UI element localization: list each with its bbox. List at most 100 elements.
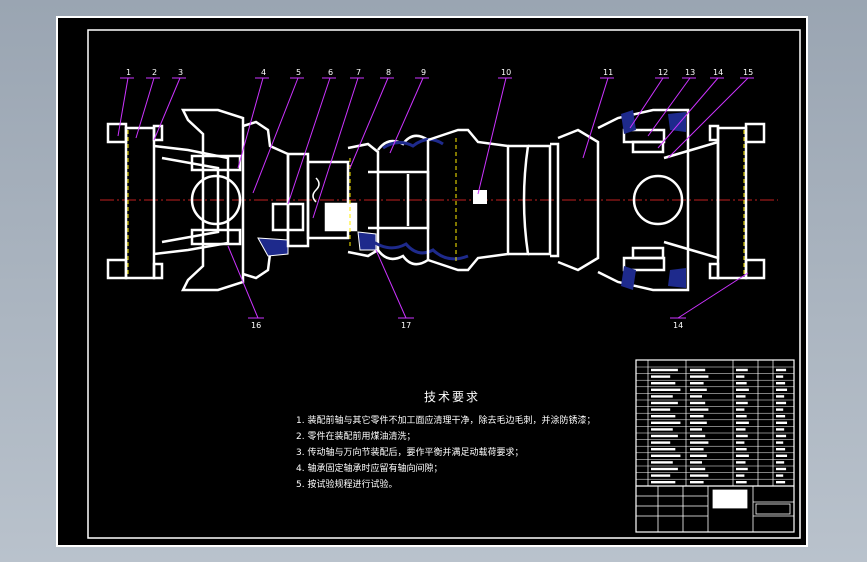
parts-list-fine-print — [651, 441, 671, 444]
parts-list-fine-print — [651, 461, 673, 464]
assembly-drawing: 1 2 3 4 5 6 7 8 9 10 11 12 13 14 15 16 1… — [87, 29, 801, 539]
parts-list-fine-print — [736, 434, 748, 438]
parts-list-fine-print — [776, 401, 787, 405]
balloon-12: 12 — [658, 68, 668, 77]
parts-list-fine-print — [651, 474, 671, 477]
parts-list-fine-print — [776, 474, 784, 477]
balloon-4: 4 — [261, 68, 266, 77]
parts-list-fine-print — [651, 421, 681, 424]
parts-list-fine-print — [651, 395, 673, 398]
balloon-6: 6 — [328, 68, 333, 77]
parts-list-fine-print — [736, 408, 745, 411]
parts-list-fine-print — [776, 448, 786, 451]
note-line-2: 2. 零件在装配前用煤油清洗； — [296, 432, 416, 442]
parts-list-fine-print — [651, 415, 676, 418]
parts-list-fine-print — [736, 368, 748, 372]
parts-list-fine-print — [690, 481, 704, 484]
notes-title: 技术要求 — [424, 390, 481, 404]
title-block — [636, 485, 794, 532]
balloon-3: 3 — [178, 68, 183, 77]
parts-list-fine-print — [690, 448, 704, 451]
parts-list-fine-print — [690, 388, 707, 391]
right-flange — [663, 122, 766, 280]
balloon-8: 8 — [386, 68, 391, 77]
inner-border — [87, 29, 801, 539]
balloon-14b: 14 — [673, 321, 683, 330]
parts-list-fine-print — [776, 454, 788, 457]
parts-list-fine-print — [690, 461, 702, 464]
parts-list-fine-print — [776, 375, 784, 378]
drive-tube — [426, 128, 560, 272]
balloon-13: 13 — [685, 68, 695, 77]
parts-list-fine-print — [736, 474, 745, 477]
balloon-2: 2 — [152, 68, 157, 77]
parts-list-fine-print — [736, 454, 749, 457]
note-line-5: 5. 按试验规程进行试验。 — [296, 480, 398, 490]
left-cross — [180, 108, 290, 292]
parts-list-fine-print — [776, 421, 788, 424]
parts-list-fine-print — [736, 421, 749, 424]
parts-list-fine-print — [736, 448, 747, 451]
parts-list-fine-print — [690, 382, 704, 385]
balloon-11: 11 — [603, 68, 613, 77]
parts-list-fine-print — [776, 434, 787, 438]
parts-list-fine-print — [651, 382, 676, 385]
parts-list-fine-print — [736, 388, 749, 391]
parts-list-fine-print — [651, 375, 671, 378]
parts-list-fine-print — [736, 428, 746, 431]
parts-list-fine-print — [776, 441, 784, 444]
balloon-numbers: 1 2 3 4 5 6 7 8 9 10 11 12 13 14 15 16 1… — [126, 68, 753, 330]
parts-list-fine-print — [690, 454, 707, 457]
tube-hatch — [473, 190, 487, 204]
note-line-4: 4. 轴承固定轴承时应留有轴向间隙； — [296, 464, 443, 474]
parts-list-fine-print — [776, 428, 785, 431]
parts-list-fine-print — [651, 481, 676, 484]
parts-list-fine-print — [776, 382, 786, 385]
parts-list-fine-print — [651, 434, 678, 438]
parts-list-fine-print — [776, 461, 785, 464]
balloon-7: 7 — [356, 68, 361, 77]
leader-lines — [117, 77, 754, 319]
balloon-1: 1 — [126, 68, 131, 77]
parts-list-fine-print — [690, 467, 706, 471]
left-flange — [106, 122, 230, 280]
parts-list-fine-print — [651, 408, 671, 411]
parts-list-fine-print — [776, 408, 784, 411]
parts-list-fine-print — [651, 388, 681, 391]
parts-list-fine-print — [690, 428, 702, 431]
parts-list-rows — [636, 366, 794, 484]
parts-list-fine-print — [736, 415, 747, 418]
parts-list-fine-print — [690, 421, 707, 424]
parts-list-fine-print — [651, 401, 678, 405]
parts-list-fine-print — [690, 474, 709, 477]
technical-requirements: 技术要求 1. 装配前轴与其它零件不加工面应清理干净，除去毛边毛刺，并涂防锈漆；… — [296, 388, 656, 493]
parts-list-fine-print — [690, 401, 706, 405]
parts-list-fine-print — [690, 395, 702, 398]
balloon-9: 9 — [421, 68, 426, 77]
parts-list-fine-print — [651, 467, 678, 471]
parts-list-fine-print — [736, 375, 745, 378]
balloon-10: 10 — [501, 68, 511, 77]
parts-list-fine-print — [776, 368, 787, 372]
parts-list-fine-print — [776, 415, 786, 418]
parts-list-fine-print — [736, 395, 746, 398]
parts-list-fine-print — [651, 454, 681, 457]
parts-list-fine-print — [651, 368, 678, 372]
parts-list-fine-print — [776, 388, 788, 391]
parts-list-fine-print — [651, 448, 676, 451]
parts-list-fine-print — [736, 461, 746, 464]
parts-list-fine-print — [651, 428, 673, 431]
parts-list-fine-print — [690, 434, 706, 438]
parts-list-fine-print — [690, 408, 709, 411]
parts-list-fine-print — [736, 401, 748, 405]
drawing-frame: 1 2 3 4 5 6 7 8 9 10 11 12 13 14 15 16 1… — [56, 16, 808, 547]
parts-list-fine-print — [736, 467, 748, 471]
balloon-16: 16 — [251, 321, 261, 330]
parts-list-fine-print — [776, 395, 785, 398]
balloon-14: 14 — [713, 68, 723, 77]
balloon-15: 15 — [743, 68, 753, 77]
parts-list-fine-print — [690, 415, 704, 418]
parts-list-fine-print — [736, 382, 747, 385]
parts-list-fine-print — [736, 481, 747, 484]
parts-list-fine-print — [776, 481, 786, 484]
